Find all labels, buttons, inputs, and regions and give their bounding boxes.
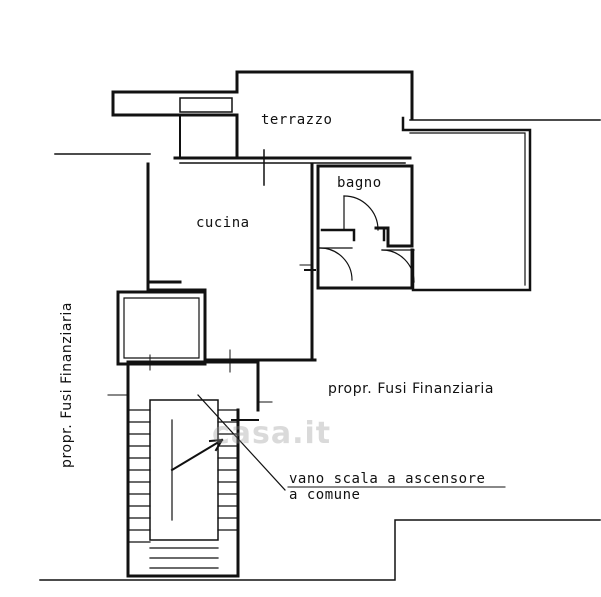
room-label-terrazzo: terrazzo <box>261 112 333 128</box>
bathroom-doors <box>319 195 415 283</box>
kitchen-walls <box>146 149 317 362</box>
watermark: casa.it <box>212 416 332 451</box>
dimension-ticks <box>107 264 313 403</box>
stair-treads <box>129 409 237 569</box>
stairwell-walls <box>126 360 260 578</box>
neighbor-label-right: propr. Fusi Finanziaria <box>328 381 495 397</box>
stairwell-label-line2: a comune <box>289 487 361 503</box>
stair-arrow <box>170 438 224 472</box>
room-label-bagno: bagno <box>337 175 382 191</box>
stairwell-label-line1: vano scala a ascensore <box>289 471 486 487</box>
boundary-lines <box>39 119 601 581</box>
neighbor-label-left: propr. Fusi Finanziaria <box>59 301 75 468</box>
leader-line <box>197 394 286 491</box>
right-room-walls <box>401 116 532 292</box>
terrace-walls <box>111 70 414 164</box>
storage-box <box>116 290 207 366</box>
room-label-cucina: cucina <box>196 215 250 231</box>
